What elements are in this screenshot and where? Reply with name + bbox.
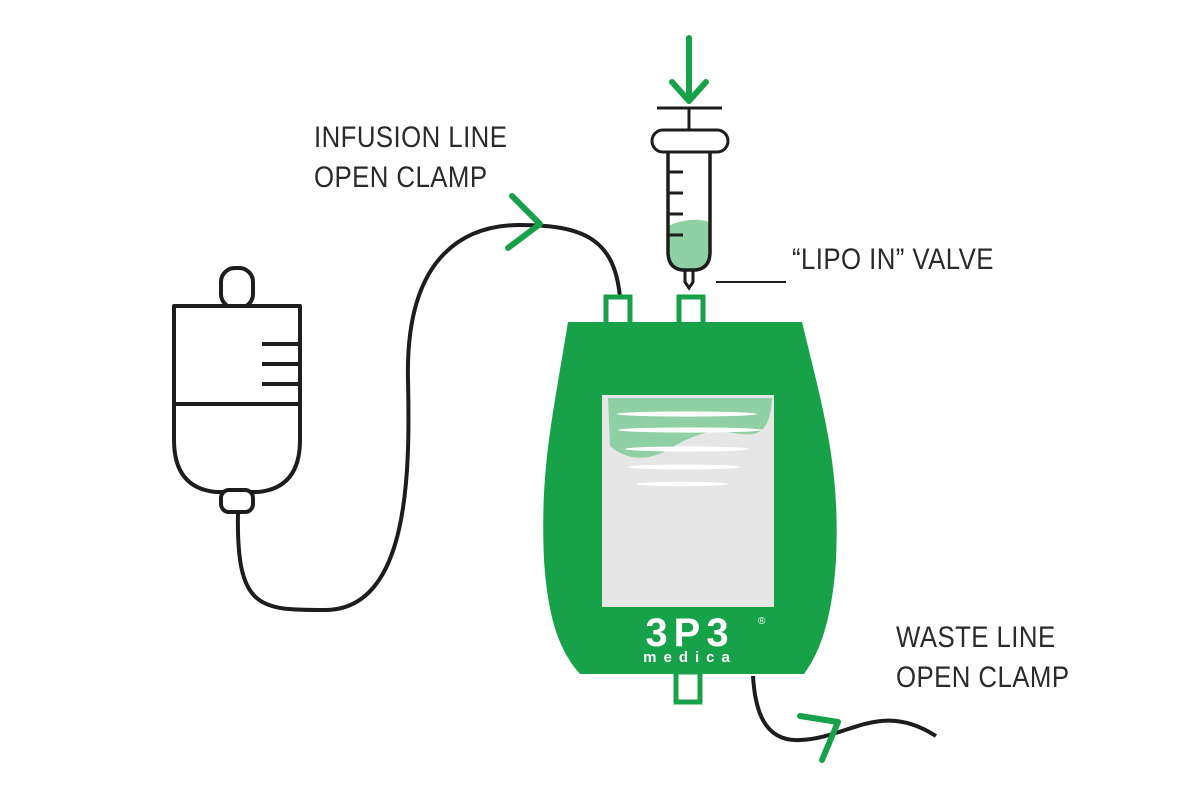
waste-line-label-line2: OPEN CLAMP bbox=[896, 661, 1070, 694]
infusion-line-label-line1: INFUSION LINE bbox=[314, 121, 508, 154]
brand-logo: 3P3 medica ® bbox=[643, 611, 766, 666]
lipo-in-valve-label-text: “LIPO IN” VALVE bbox=[792, 243, 994, 276]
down-arrow-icon bbox=[669, 35, 709, 104]
waste-tube bbox=[751, 675, 938, 743]
iv-bag-icon bbox=[172, 266, 302, 514]
infusion-line-label: INFUSION LINE OPEN CLAMP bbox=[314, 118, 507, 198]
infusion-tube bbox=[235, 222, 622, 613]
waste-line-label-line1: WASTE LINE bbox=[896, 621, 1056, 654]
brand-logo-text: 3P3 bbox=[645, 611, 734, 655]
syringe-icon bbox=[650, 106, 730, 291]
flow-arrow-icon bbox=[505, 193, 543, 251]
waste-line-label: WASTE LINE OPEN CLAMP bbox=[896, 618, 1069, 698]
infusion-line-label-line2: OPEN CLAMP bbox=[314, 161, 488, 194]
lipo-in-valve-label: “LIPO IN” VALVE bbox=[792, 240, 994, 280]
brand-registered-mark: ® bbox=[758, 616, 766, 627]
collection-bag-icon bbox=[543, 294, 837, 705]
brand-sub-text: medica bbox=[643, 649, 737, 666]
waste-flow-arrow-icon bbox=[797, 713, 841, 763]
